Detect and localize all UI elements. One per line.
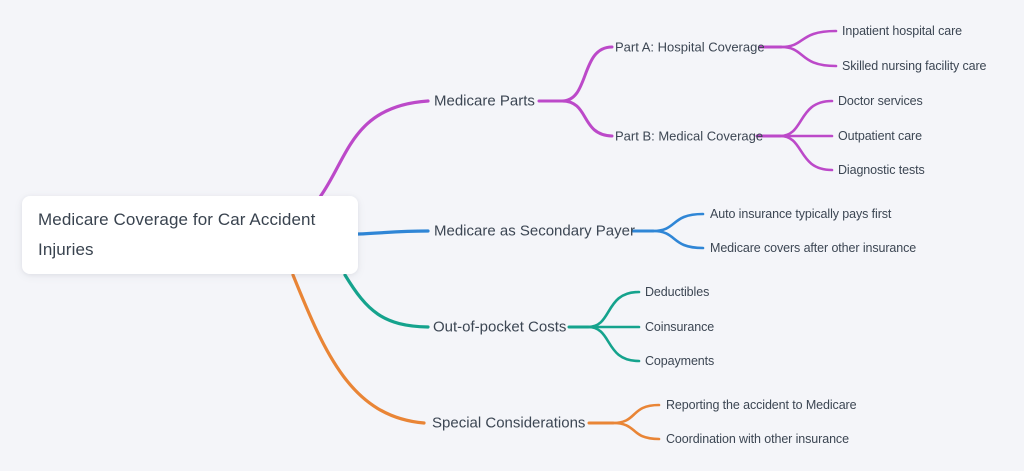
- link-root-to-medicare-parts: [318, 99, 430, 199]
- branch-out-of-pocket-links: [343, 273, 641, 363]
- node-reporting-accident: Reporting the accident to Medicare: [666, 398, 857, 412]
- link-root-to-secondary-payer: [356, 229, 430, 236]
- node-diagnostic-tests: Diagnostic tests: [838, 163, 925, 177]
- link-to-inpatient: [779, 29, 838, 49]
- branch-secondary-payer-links: [356, 212, 705, 250]
- link-to-deductibles: [586, 290, 641, 329]
- node-special-considerations: Special Considerations: [432, 414, 586, 432]
- node-coordination-insurance: Coordination with other insurance: [666, 432, 849, 446]
- link-root-to-out-of-pocket: [343, 273, 430, 329]
- root-node: Medicare Coverage for Car Accident Injur…: [22, 196, 358, 274]
- branch-special-considerations-links: [291, 273, 661, 441]
- node-medicare-parts: Medicare Parts: [434, 92, 535, 110]
- link-to-reporting: [611, 403, 661, 425]
- link-to-auto-insurance: [651, 212, 705, 233]
- branch-medicare-parts-links: [318, 29, 838, 199]
- node-outpatient-care: Outpatient care: [838, 129, 922, 143]
- link-to-skilled-nursing: [779, 45, 838, 68]
- link-to-part-a: [560, 45, 614, 103]
- node-skilled-nursing-facility-care: Skilled nursing facility care: [842, 59, 987, 73]
- node-doctor-services: Doctor services: [838, 94, 923, 108]
- node-medicare-as-secondary-payer: Medicare as Secondary Payer: [434, 222, 635, 240]
- node-coinsurance: Coinsurance: [645, 320, 715, 334]
- node-out-of-pocket-costs: Out-of-pocket Costs: [433, 318, 567, 336]
- link-to-diagnostic-tests: [778, 134, 834, 172]
- link-root-to-special-considerations: [291, 273, 426, 425]
- root-node-label: Medicare Coverage for Car Accident Injur…: [38, 210, 316, 259]
- link-to-part-b: [560, 99, 614, 138]
- node-deductibles: Deductibles: [645, 285, 710, 299]
- link-to-coordination: [611, 421, 661, 441]
- node-copayments: Copayments: [645, 354, 715, 368]
- node-auto-insurance-pays-first: Auto insurance typically pays first: [710, 207, 892, 221]
- link-to-doctor-services: [778, 99, 834, 138]
- node-part-a-hospital-coverage: Part A: Hospital Coverage: [615, 39, 765, 55]
- link-to-copayments: [586, 325, 641, 363]
- link-to-medicare-covers: [651, 229, 705, 250]
- node-inpatient-hospital-care: Inpatient hospital care: [842, 24, 963, 38]
- node-part-b-medical-coverage: Part B: Medical Coverage: [615, 128, 764, 144]
- node-medicare-covers-after: Medicare covers after other insurance: [710, 241, 917, 255]
